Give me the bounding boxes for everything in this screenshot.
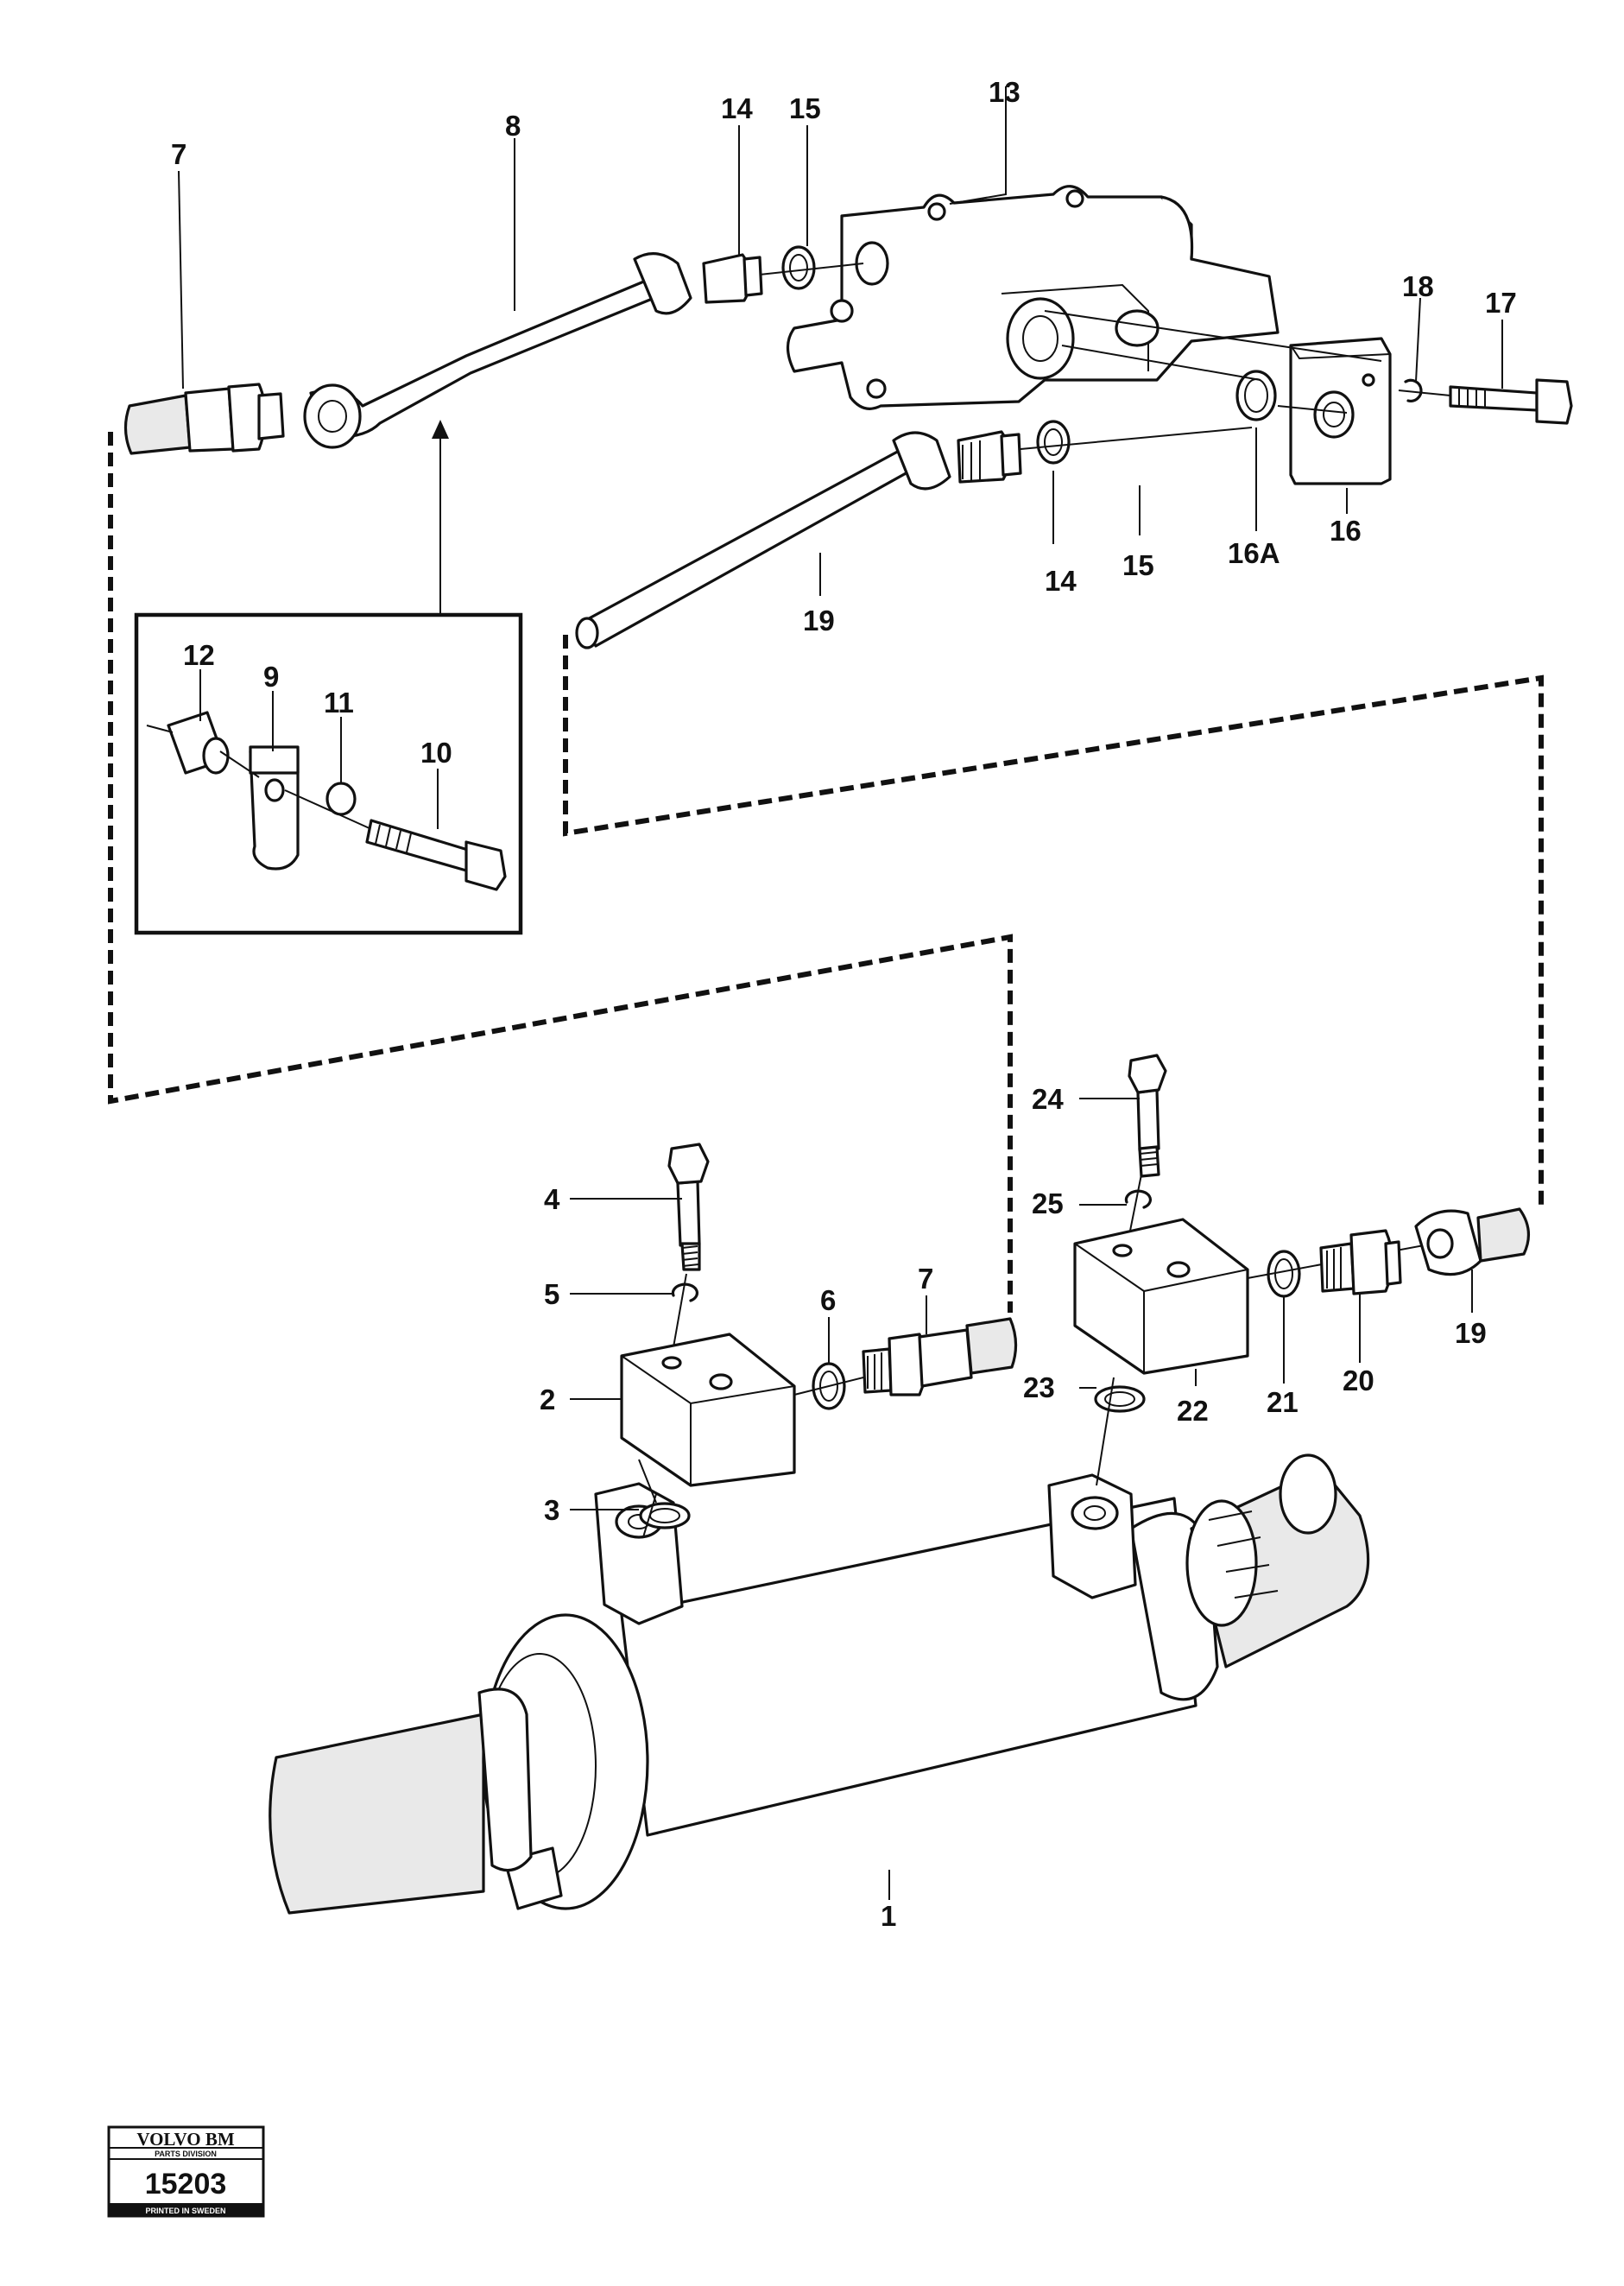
stamp-number: 15203: [145, 2168, 227, 2201]
dashed-hose-routing: [108, 432, 1544, 1313]
callout-5: 5: [544, 1278, 559, 1310]
leader-lines: [178, 86, 1503, 1900]
parts-division-stamp: VOLVO BM PARTS DIVISION 15203 PRINTED IN…: [107, 2125, 265, 2218]
callout-12: 12: [183, 639, 215, 671]
stamp-brand: VOLVO BM: [136, 2129, 234, 2150]
lock-washer-5: [671, 1282, 699, 1302]
hydraulic-cylinder: [269, 1453, 1370, 1915]
bolt-17: [1449, 378, 1573, 425]
callout-4: 4: [544, 1183, 560, 1215]
pipe-19-bottom: [1414, 1207, 1530, 1276]
callout-16: 16: [1330, 515, 1362, 547]
callout-14-top: 14: [721, 92, 753, 124]
callout-11: 11: [324, 687, 354, 719]
callout-2: 2: [540, 1384, 555, 1415]
callout-22: 22: [1177, 1395, 1209, 1427]
callout-3: 3: [544, 1494, 559, 1526]
union-14-top: [702, 253, 763, 304]
clamp-detail-inset: [134, 612, 523, 935]
callout-1: 1: [881, 1900, 896, 1932]
callout-21: 21: [1267, 1386, 1299, 1418]
bolt-24: [1128, 1054, 1167, 1178]
callout-24: 24: [1032, 1083, 1064, 1115]
block-2: [620, 1333, 796, 1487]
block-22: [1073, 1218, 1249, 1375]
o-ring-23: [1094, 1385, 1146, 1413]
callout-9: 9: [263, 661, 279, 693]
callout-19-top: 19: [803, 605, 835, 636]
callout-13: 13: [989, 76, 1021, 108]
stamp-division: PARTS DIVISION: [155, 2150, 217, 2158]
callout-16a: 16A: [1228, 537, 1280, 569]
bolt-4: [667, 1143, 710, 1271]
hose-fitting-7-bottom: [862, 1317, 1018, 1396]
callout-25: 25: [1032, 1187, 1064, 1219]
callout-7-top: 7: [171, 138, 186, 170]
callout-20: 20: [1343, 1365, 1374, 1396]
callout-23: 23: [1023, 1371, 1055, 1403]
lock-washer-25: [1124, 1189, 1153, 1209]
callout-18: 18: [1402, 270, 1434, 302]
union-14-bottom: [957, 430, 1022, 484]
stamp-printed: PRINTED IN SWEDEN: [145, 2207, 225, 2215]
callout-8: 8: [505, 110, 521, 142]
callout-15-bottom: 15: [1122, 549, 1154, 581]
hose-fitting-7-top: [123, 383, 285, 455]
o-ring-3: [639, 1502, 691, 1529]
callout-19-bottom: 19: [1455, 1317, 1487, 1349]
callout-15-top: 15: [789, 92, 821, 124]
o-ring-16a: [1235, 370, 1277, 421]
adapter-block: [1289, 337, 1392, 485]
callout-6: 6: [820, 1284, 836, 1316]
o-ring-15-top: [781, 245, 816, 290]
callout-17: 17: [1485, 287, 1517, 319]
union-20: [1319, 1229, 1402, 1295]
o-ring-15-bottom: [1036, 420, 1071, 465]
callout-7-bottom: 7: [918, 1263, 933, 1295]
pipe-8: [303, 252, 692, 449]
callout-labels: 7 8 14 15 13 18 17 16 16A 15 14 19 12 9 …: [171, 76, 1517, 1932]
callout-14-bottom: 14: [1045, 565, 1077, 597]
pipe-19-top: [575, 431, 951, 649]
callout-10: 10: [420, 737, 452, 769]
lock-washer-18: [1404, 378, 1423, 402]
valve-housing: [786, 185, 1280, 410]
